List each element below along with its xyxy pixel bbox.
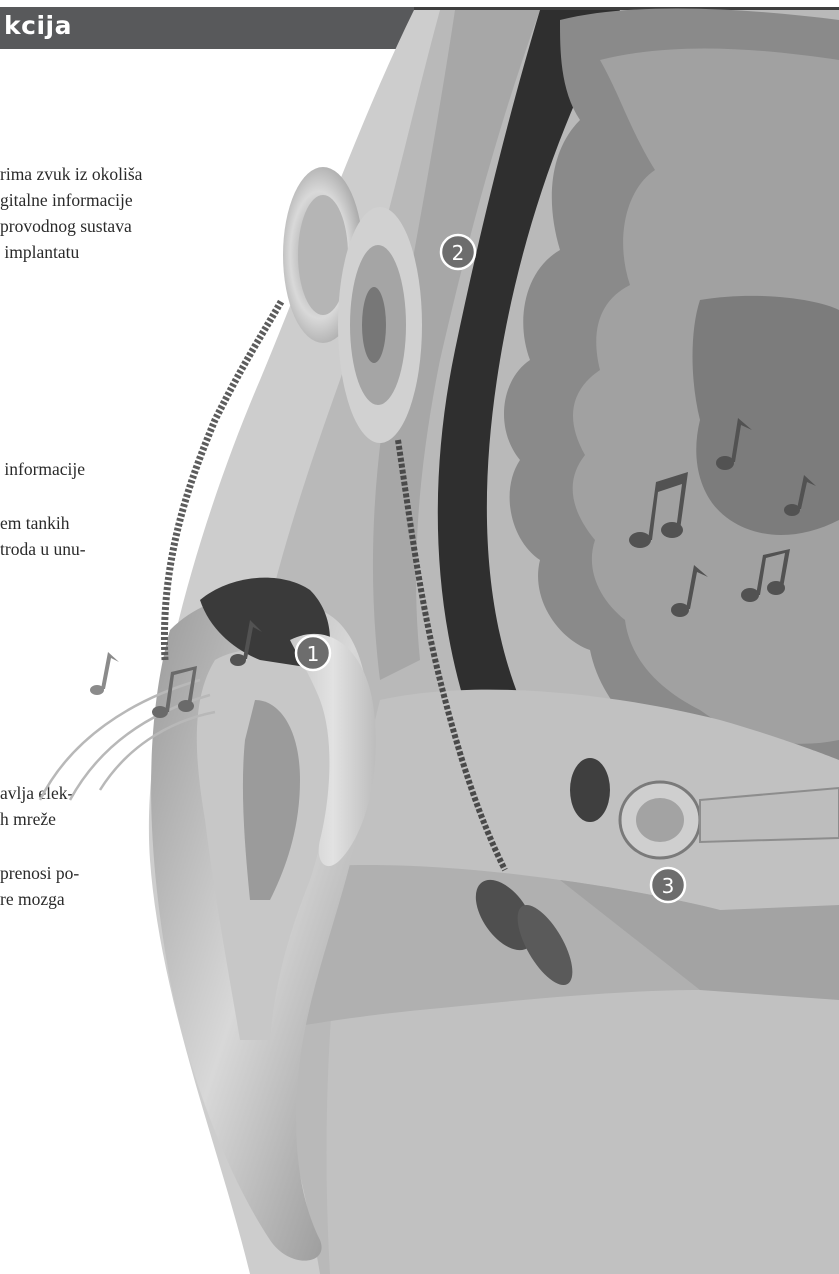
- step-number: 1: [307, 642, 320, 666]
- step-marker-1: 1: [296, 636, 330, 670]
- step-number: 2: [452, 241, 465, 265]
- step-number: 3: [662, 874, 675, 898]
- music-note-icon: [90, 652, 119, 695]
- step-marker-2: 2: [441, 235, 475, 269]
- step-marker-3: 3: [651, 868, 685, 902]
- receiver-implant: [338, 207, 422, 443]
